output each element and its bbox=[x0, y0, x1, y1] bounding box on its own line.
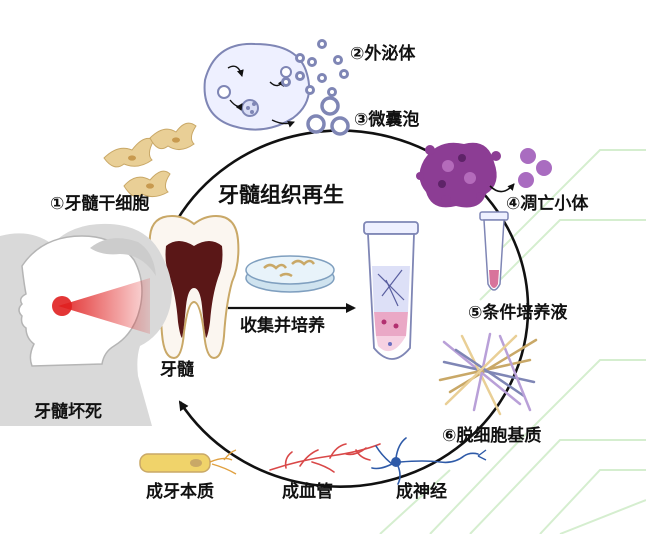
exosome-particles-icon bbox=[281, 39, 349, 97]
exosome-secreting-cell-icon bbox=[203, 42, 311, 131]
decellularized-matrix-icon bbox=[438, 332, 538, 416]
conditioned-medium-tube-icon bbox=[479, 211, 509, 291]
apoptotic-bodies-icon bbox=[518, 148, 552, 188]
label-pulp: 牙髓 bbox=[160, 360, 194, 380]
nerve-cell-body-icon bbox=[391, 457, 401, 467]
blood-vessel-icon bbox=[269, 443, 381, 473]
centrifuge-tube-icon bbox=[363, 221, 419, 360]
label-conditioned-medium: ⑤条件培养液 bbox=[468, 303, 568, 323]
label-microvesicle: ③微囊泡 bbox=[354, 110, 420, 130]
tooth-icon bbox=[148, 214, 240, 360]
label-apoptotic-body: ④凋亡小体 bbox=[506, 194, 589, 214]
label-pulp-necrosis: 牙髓坏死 bbox=[34, 402, 102, 422]
microvesicles-icon bbox=[306, 96, 350, 136]
diagram-title: 牙髓组织再生 bbox=[218, 183, 344, 207]
apoptotic-cell-icon bbox=[416, 142, 501, 208]
label-dentin: 成牙本质 bbox=[146, 482, 214, 502]
label-nerve: 成神经 bbox=[396, 482, 447, 502]
apoptosis-arrow bbox=[489, 183, 515, 193]
dentin-cell-icon bbox=[139, 449, 237, 475]
nerve-cell-icon bbox=[371, 437, 479, 485]
culture-dish-icon bbox=[245, 255, 335, 293]
stem-cells-icon bbox=[103, 122, 197, 198]
background-circuit-lines bbox=[379, 149, 646, 534]
label-collect-culture: 收集并培养 bbox=[240, 316, 325, 336]
nerve-axon-terminal-icon bbox=[477, 449, 487, 461]
label-blood-vessel: 成血管 bbox=[282, 482, 333, 502]
label-stem-cell: ①牙髓干细胞 bbox=[50, 194, 150, 214]
label-exosome: ②外泌体 bbox=[350, 44, 416, 64]
regeneration-cycle-arrow bbox=[175, 129, 530, 488]
laser-beam-icon bbox=[58, 278, 150, 334]
label-decellularized-matrix: ⑥脱细胞基质 bbox=[442, 426, 542, 446]
